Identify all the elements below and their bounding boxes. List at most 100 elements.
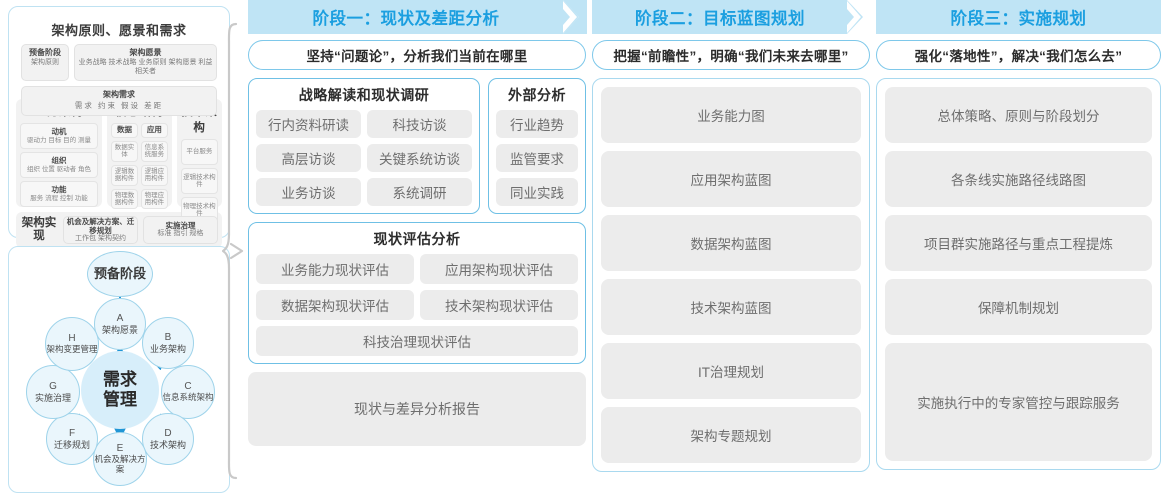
architecture-framework-card: 架构原则、愿景和需求 预备阶段 架构原则 架构愿景 业务战略 技术战略 业务原则… [8, 6, 230, 248]
cycle-node-c[interactable]: C 信息系统架构 [161, 365, 215, 419]
cycle-node-d[interactable]: D 技术架构 [142, 413, 194, 465]
phase-2-header: 阶段二：目标蓝图规划 [592, 0, 871, 34]
cycle-node-f[interactable]: F 迁移规划 [46, 413, 98, 465]
chip-executive-interview[interactable]: 高层访谈 [256, 144, 361, 172]
cell-vision-title: 架构愿景 [129, 48, 162, 57]
chip-industry-trend[interactable]: 行业趋势 [496, 110, 578, 138]
phase-2-subtitle: 把握“前瞻性”，明确“我们未来去哪里” [592, 40, 870, 70]
mini-organization-items: 组织 位置 驱动者 角色 [27, 165, 91, 173]
phase-3-header: 阶段三：实施规划 [876, 0, 1161, 34]
cell-requirement-items: 需求 约束 假设 差距 [74, 100, 164, 110]
chip-system-survey[interactable]: 系统调研 [367, 178, 472, 206]
phase-3-column: 阶段三：实施规划 强化“落地性”，解决“我们怎么去” 总体策略、原则与阶段划分 … [876, 0, 1161, 470]
framework-title: 架构原则、愿景和需求 [51, 23, 187, 38]
item-expert-control-tracking-service[interactable]: 实施执行中的专家管控与跟踪服务 [885, 343, 1152, 461]
phase-2-column: 阶段二：目标蓝图规划 把握“前瞻性”，明确“我们未来去哪里” 业务能力图 应用架… [592, 0, 871, 472]
cell-vision-items: 业务战略 技术战略 业务原则 架构愿景 利益相关者 [78, 59, 213, 75]
implementation-block: 架构实现 机会及解决方案、迁移规划 工作包 架构契约 实施治理 标准 指引 规格 [16, 212, 222, 248]
item-it-governance-plan[interactable]: IT治理规划 [601, 343, 861, 399]
subcolumn-data-title: 数据 [111, 123, 138, 138]
impl-cell-governance: 实施治理 标准 指引 规格 [143, 216, 218, 244]
subcolumn-application: 应用 信息系统服务 逻辑应用构件 物理应用构件 [140, 123, 168, 210]
item-overall-strategy-principles-phases[interactable]: 总体策略、原则与阶段划分 [885, 87, 1152, 143]
item-technology-architecture-blueprint[interactable]: 技术架构蓝图 [601, 279, 861, 335]
cycle-node-preliminary[interactable]: 预备阶段 [87, 251, 153, 297]
chip-technology-architecture-assessment[interactable]: 技术架构现状评估 [420, 290, 578, 320]
cell-preliminary: 预备阶段 架构原则 [21, 44, 69, 81]
mini-platform-service: 平台服务 [180, 139, 218, 165]
item-assurance-mechanism-plan[interactable]: 保障机制规划 [885, 279, 1152, 335]
mini-motivation: 动机 驱动力 目标 目的 测量 [20, 123, 99, 149]
phase-1-top-row: 战略解读和现状调研 行内资料研读 科技访谈 高层访谈 关键系统访谈 业务访谈 系… [248, 78, 586, 214]
chip-technology-interview[interactable]: 科技访谈 [367, 110, 472, 138]
column-technology-architecture: 技术架构 平台服务 逻辑技术构件 物理技术构件 [176, 99, 222, 223]
cycle-node-g[interactable]: G 实施治理 [26, 365, 80, 419]
item-business-capability-map[interactable]: 业务能力图 [601, 87, 861, 143]
phase-1-subtitle: 坚持“问题论”，分析我们当前在哪里 [248, 40, 586, 70]
cell-architecture-requirement: 架构需求 需求 约束 假设 差距 [21, 85, 217, 116]
card-gap-analysis-report[interactable]: 现状与差异分析报告 [248, 372, 586, 446]
item-program-roadmap-key-projects[interactable]: 项目群实施路径与重点工程提炼 [885, 215, 1152, 271]
mini-logical-application-component: 逻辑应用构件 [140, 164, 168, 186]
impl-governance-title: 实施治理 [165, 221, 196, 231]
chip-key-system-interview[interactable]: 关键系统访谈 [367, 144, 472, 172]
chip-data-architecture-assessment[interactable]: 数据架构现状评估 [256, 290, 414, 320]
subcolumn-data: 数据 数据实体 逻辑数据构件 物理数据构件 [111, 123, 138, 210]
chevron-right-icon [845, 0, 871, 34]
phase-3-subtitle: 强化“落地性”，解决“我们怎么去” [876, 40, 1161, 70]
chip-technology-governance-assessment[interactable]: 科技治理现状评估 [256, 326, 578, 356]
chip-business-capability-assessment[interactable]: 业务能力现状评估 [256, 254, 414, 284]
cycle-node-a[interactable]: A 架构愿景 [94, 298, 146, 350]
impl-cell-opportunities: 机会及解决方案、迁移规划 工作包 架构契约 [63, 216, 138, 244]
mini-organization-title: 组织 [51, 155, 67, 165]
adm-cycle-card: 预备阶段 需求 管理 A 架构愿景 B 业务架构 C [8, 246, 230, 493]
impl-opportunities-title: 机会及解决方案、迁移规划 [66, 216, 135, 235]
mini-logical-data-component: 逻辑数据构件 [111, 164, 138, 186]
chip-business-interview[interactable]: 业务访谈 [256, 178, 361, 206]
cycle-node-h[interactable]: H 架构变更管理 [45, 317, 99, 371]
mini-motivation-title: 动机 [51, 126, 67, 136]
phase-2-body: 业务能力图 应用架构蓝图 数据架构蓝图 技术架构蓝图 IT治理规划 架构专题规划 [592, 78, 870, 472]
togaf-reference-panel: 架构原则、愿景和需求 预备阶段 架构原则 架构愿景 业务战略 技术战略 业务原则… [8, 6, 230, 493]
mini-information-system-service: 信息系统服务 [140, 140, 168, 162]
phase-3-header-label: 阶段三：实施规划 [950, 10, 1087, 28]
vision-block: 架构原则、愿景和需求 预备阶段 架构原则 架构愿景 业务战略 技术战略 业务原则… [16, 14, 222, 116]
adm-cycle: 预备阶段 需求 管理 A 架构愿景 B 业务架构 C [9, 247, 229, 492]
mini-physical-application-component: 物理应用构件 [140, 188, 168, 210]
phase-1-header-label: 阶段一：现状及差距分析 [312, 10, 500, 28]
item-data-architecture-blueprint[interactable]: 数据架构蓝图 [601, 215, 861, 271]
card-assessment-title: 现状评估分析 [373, 231, 461, 247]
cycle-node-b[interactable]: B 业务架构 [142, 317, 194, 369]
mini-data-entity: 数据实体 [111, 140, 138, 162]
chip-peer-practice[interactable]: 同业实践 [496, 178, 578, 206]
cycle-node-center[interactable]: 需求 管理 [81, 351, 159, 429]
phase-1-header: 阶段一：现状及差距分析 [248, 0, 587, 34]
card-strategy-survey: 战略解读和现状调研 行内资料研读 科技访谈 高层访谈 关键系统访谈 业务访谈 系… [248, 78, 480, 214]
cell-requirement-title: 架构需求 [103, 89, 135, 99]
impl-governance-items: 标准 指引 规格 [157, 230, 204, 238]
chevron-right-icon [561, 0, 587, 34]
mini-function: 功能 服务 流程 控制 功能 [20, 181, 99, 207]
impl-opportunities-items: 工作包 架构契约 [75, 234, 126, 242]
implementation-label: 架构实现 [21, 216, 57, 242]
phase-2-header-label: 阶段二：目标蓝图规划 [635, 10, 805, 28]
phase-3-body: 总体策略、原则与阶段划分 各条线实施路径线路图 项目群实施路径与重点工程提炼 保… [876, 78, 1161, 470]
connector-brace [222, 22, 244, 480]
mini-function-items: 服务 流程 控制 功能 [30, 194, 88, 202]
mini-logical-technology-component: 逻辑技术构件 [180, 168, 218, 194]
chip-application-architecture-assessment[interactable]: 应用架构现状评估 [420, 254, 578, 284]
mini-function-title: 功能 [51, 184, 67, 194]
card-external-analysis: 外部分析 行业趋势 监管要求 同业实践 [488, 78, 586, 214]
column-business-architecture: 业务架构 动机 驱动力 目标 目的 测量 组织 组织 位置 驱动者 角色 [16, 99, 103, 207]
cell-preliminary-title: 预备阶段 [29, 48, 61, 57]
card-strategy-survey-title: 战略解读和现状调研 [298, 87, 430, 103]
cell-preliminary-items: 架构原则 [31, 59, 59, 66]
chip-internal-material-study[interactable]: 行内资料研读 [256, 110, 361, 138]
item-application-architecture-blueprint[interactable]: 应用架构蓝图 [601, 151, 861, 207]
cycle-node-e[interactable]: E 机会及解决方案 [93, 432, 147, 486]
cell-architecture-vision: 架构愿景 业务战略 技术战略 业务原则 架构愿景 利益相关者 [74, 44, 217, 81]
card-current-state-assessment: 现状评估分析 业务能力现状评估 应用架构现状评估 数据架构现状评估 技术架构现状… [248, 222, 586, 364]
chip-regulatory-requirement[interactable]: 监管要求 [496, 144, 578, 172]
item-architecture-topic-plan[interactable]: 架构专题规划 [601, 407, 861, 463]
item-line-implementation-roadmap[interactable]: 各条线实施路径线路图 [885, 151, 1152, 207]
